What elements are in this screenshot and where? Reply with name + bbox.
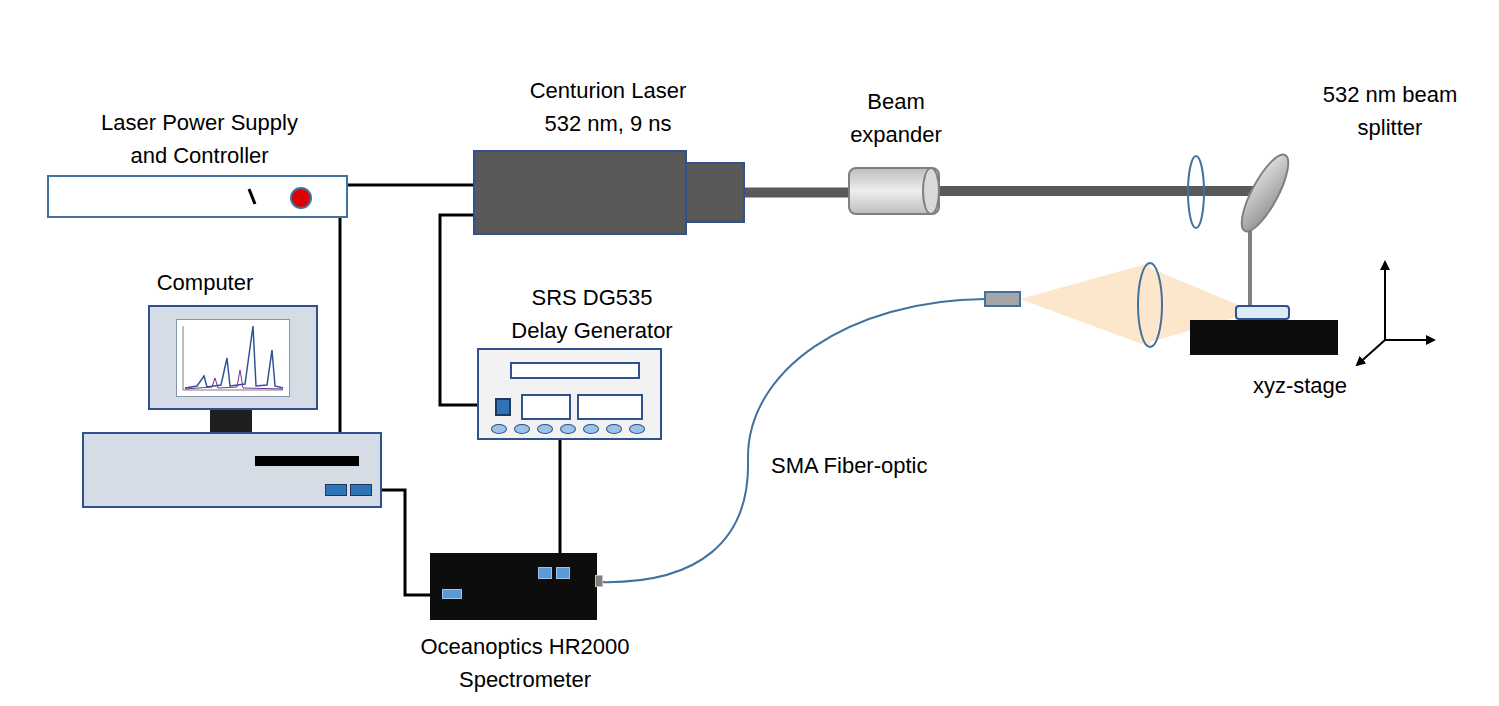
plot-axis	[183, 390, 283, 391]
node-label: SRS DG535 Delay Generator	[507, 281, 677, 347]
usb-port	[325, 484, 347, 496]
computer: Computer	[82, 305, 382, 508]
control-button	[537, 424, 553, 434]
control-cable	[339, 218, 342, 432]
laser-head	[685, 162, 745, 223]
shape-drawing	[177, 320, 289, 396]
control-cable	[348, 184, 473, 187]
node-label: Oceanoptics HR2000 Spectrometer	[410, 630, 640, 696]
fiber-collimator	[985, 292, 1020, 306]
spectrum-trace	[185, 326, 283, 388]
collection-lens	[1138, 263, 1162, 347]
fiber-label: SMA Fiber-optic	[768, 451, 931, 481]
beam-splitter: 532 nm beam splitter	[1235, 148, 1295, 238]
shape-outline	[1235, 148, 1295, 238]
collected-light	[1020, 263, 1150, 347]
display-panel	[510, 362, 640, 379]
spectrometer: Oceanoptics HR2000 Spectrometer	[430, 553, 597, 620]
shape-drawing	[49, 177, 346, 216]
laser-beam	[940, 186, 1265, 196]
computer-screen	[176, 319, 290, 397]
mirror	[1233, 149, 1296, 237]
laser-head-box: Centurion Laser 532 nm, 9 ns	[473, 150, 745, 235]
spectrum-trace	[185, 370, 283, 389]
spectrometer-port	[538, 567, 552, 579]
laser-body	[473, 150, 687, 235]
control-button	[491, 424, 507, 434]
control-button	[629, 424, 645, 434]
monitor-stand	[210, 410, 252, 432]
sma-connector	[595, 575, 603, 587]
shape-drawing	[1235, 148, 1295, 238]
plot-axis	[183, 326, 184, 390]
power-supply-box: Laser Power Supply and Controller	[47, 175, 348, 218]
shape-outline	[49, 177, 346, 216]
control-button	[583, 424, 599, 434]
trigger-cable	[559, 440, 562, 553]
shape-outline	[177, 320, 289, 396]
computer-case	[82, 432, 382, 508]
computer-monitor	[148, 305, 318, 410]
display-window	[521, 394, 571, 420]
trigger-port	[495, 398, 511, 416]
beam-expander: Beam expander	[848, 167, 940, 215]
node-label: Computer	[135, 266, 275, 299]
control-button	[514, 424, 530, 434]
node-label: Centurion Laser 532 nm, 9 ns	[518, 74, 698, 140]
sample	[1235, 305, 1290, 320]
node-label: Beam expander	[841, 85, 951, 151]
node-label: xyz-stage	[1240, 369, 1360, 402]
disk-slot	[255, 456, 359, 466]
usb-port	[350, 484, 372, 496]
node-label: 532 nm beam splitter	[1310, 78, 1470, 144]
axis-arrow	[1357, 340, 1385, 365]
power-switch	[249, 189, 255, 204]
expander-end	[922, 167, 940, 215]
spectrometer-port	[556, 567, 570, 579]
trigger-cable	[440, 215, 477, 405]
spectrometer-port	[442, 589, 462, 599]
usb-cable	[382, 490, 430, 595]
stage-block	[1190, 320, 1338, 355]
laser-beam	[745, 188, 848, 198]
node-label: Laser Power Supply and Controller	[90, 106, 310, 172]
focusing-lens	[1188, 156, 1204, 228]
delay-generator: SRS DG535 Delay Generator	[477, 348, 662, 440]
axis-arrow	[1385, 339, 1434, 341]
control-button	[560, 424, 576, 434]
xyz-stage: xyz-stage	[1190, 305, 1338, 355]
indicator-light	[291, 188, 311, 208]
axis-arrow	[1384, 262, 1386, 340]
control-button	[606, 424, 622, 434]
display-window	[577, 394, 643, 420]
